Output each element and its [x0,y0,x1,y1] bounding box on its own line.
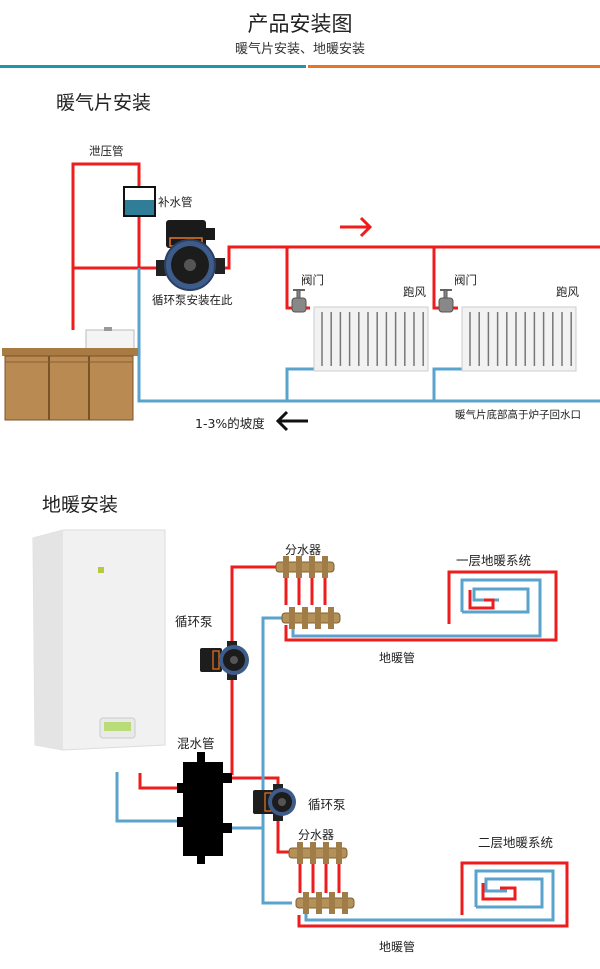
valve-icon-2 [438,289,454,313]
label-system-2: 二层地暖系统 [478,835,554,850]
page-subtitle: 暖气片安装、地暖安装 [234,42,365,57]
label-slope: 1-3%的坡度 [195,416,265,431]
flow-arrow-left-icon [275,410,308,432]
label-manifold-2: 分水器 [298,828,335,842]
label-vent-1: 跑风 [403,285,426,299]
circulation-pump-icon-2 [253,784,296,821]
label-pump-1: 循环泵 [175,614,213,629]
wall-boiler [32,529,166,751]
manifold-2-bottom [295,892,355,914]
label-relief-pipe: 泄压管 [89,144,124,158]
label-pump-2: 循环泵 [308,797,346,812]
return-pipes-radiator [137,268,600,403]
divider-teal [0,65,306,68]
return-pipes-floor [115,578,555,922]
label-floor-pipe-1: 地暖管 [379,651,416,665]
floor-coil-2 [476,877,544,909]
circulation-pump-icon [156,220,225,291]
radiator-2 [461,306,577,372]
valve-icon-1 [291,289,307,313]
makeup-water-tank [123,186,156,217]
floor-section-title: 地暖安装 [42,494,119,516]
label-pump-here: 循环泵安装在此 [152,293,233,307]
flow-arrow-right-icon [340,216,373,238]
page-title: 产品安装图 [247,12,353,36]
label-mixing-pipe: 混水管 [177,736,215,751]
radiator-1 [313,306,429,372]
label-vent-2: 跑风 [556,285,579,299]
radiator-section-title: 暖气片安装 [56,92,152,114]
label-valve-2: 阀门 [454,273,477,287]
label-makeup-water: 补水管 [158,195,193,209]
label-radiator-note: 暖气片底部高于炉子回水口 [455,409,581,421]
label-valve-1: 阀门 [301,273,324,287]
label-floor-pipe-2: 地暖管 [379,940,416,954]
manifold-2-top [288,842,348,864]
circulation-pump-icon-1 [200,641,249,680]
floor-coil-1 [462,587,530,614]
label-system-1: 一层地暖系统 [456,553,532,568]
manifold-1-bottom [281,607,341,629]
cabinet-sink [2,327,138,421]
label-manifold-1: 分水器 [285,543,322,557]
manifold-1-top [275,556,335,578]
divider-orange [308,65,600,68]
supply-pipes-floor [138,565,569,928]
mixing-pipe-icon [177,752,232,864]
